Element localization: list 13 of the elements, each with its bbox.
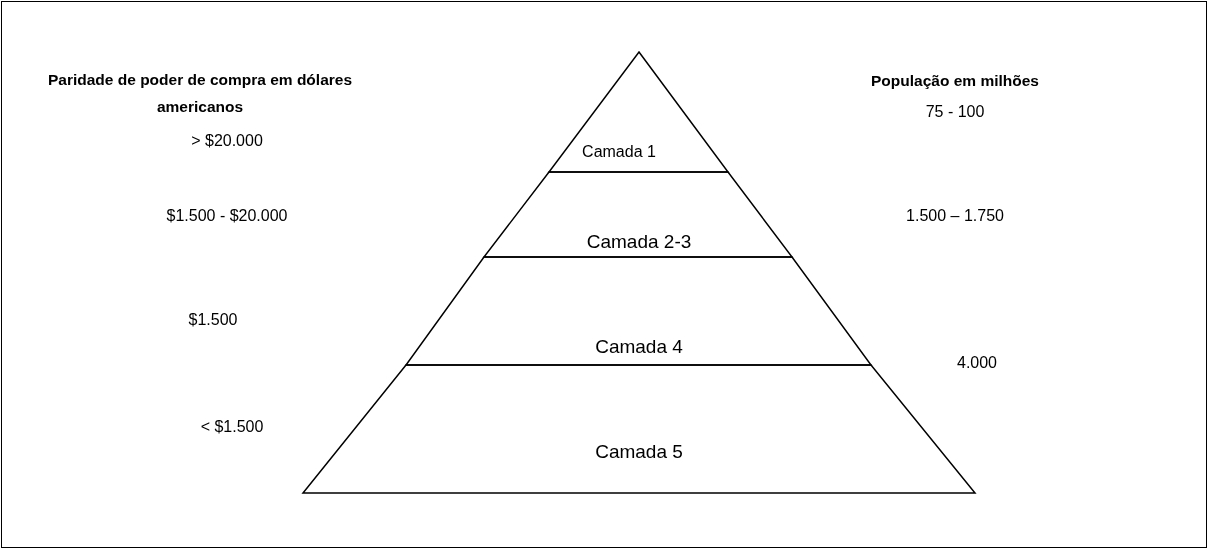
- value-label: $1.500: [188, 311, 238, 329]
- tier-label: Camada 1: [582, 143, 656, 161]
- column-heading: População em milhões: [870, 70, 1040, 91]
- value-label: 75 - 100: [925, 103, 985, 121]
- column-heading: Paridade de poder de compra em dólares americanos: [46, 70, 354, 117]
- tier-label: Camada 2-3: [586, 231, 692, 253]
- value-label: 1.500 – 1.750: [906, 207, 1004, 225]
- value-label: 4.000: [957, 354, 997, 372]
- value-label: > $20.000: [191, 132, 263, 150]
- value-label: $1.500 - $20.000: [166, 207, 288, 225]
- tier-label: Camada 5: [595, 441, 683, 463]
- tier-label: Camada 4: [595, 336, 683, 358]
- value-label: < $1.500: [200, 418, 264, 436]
